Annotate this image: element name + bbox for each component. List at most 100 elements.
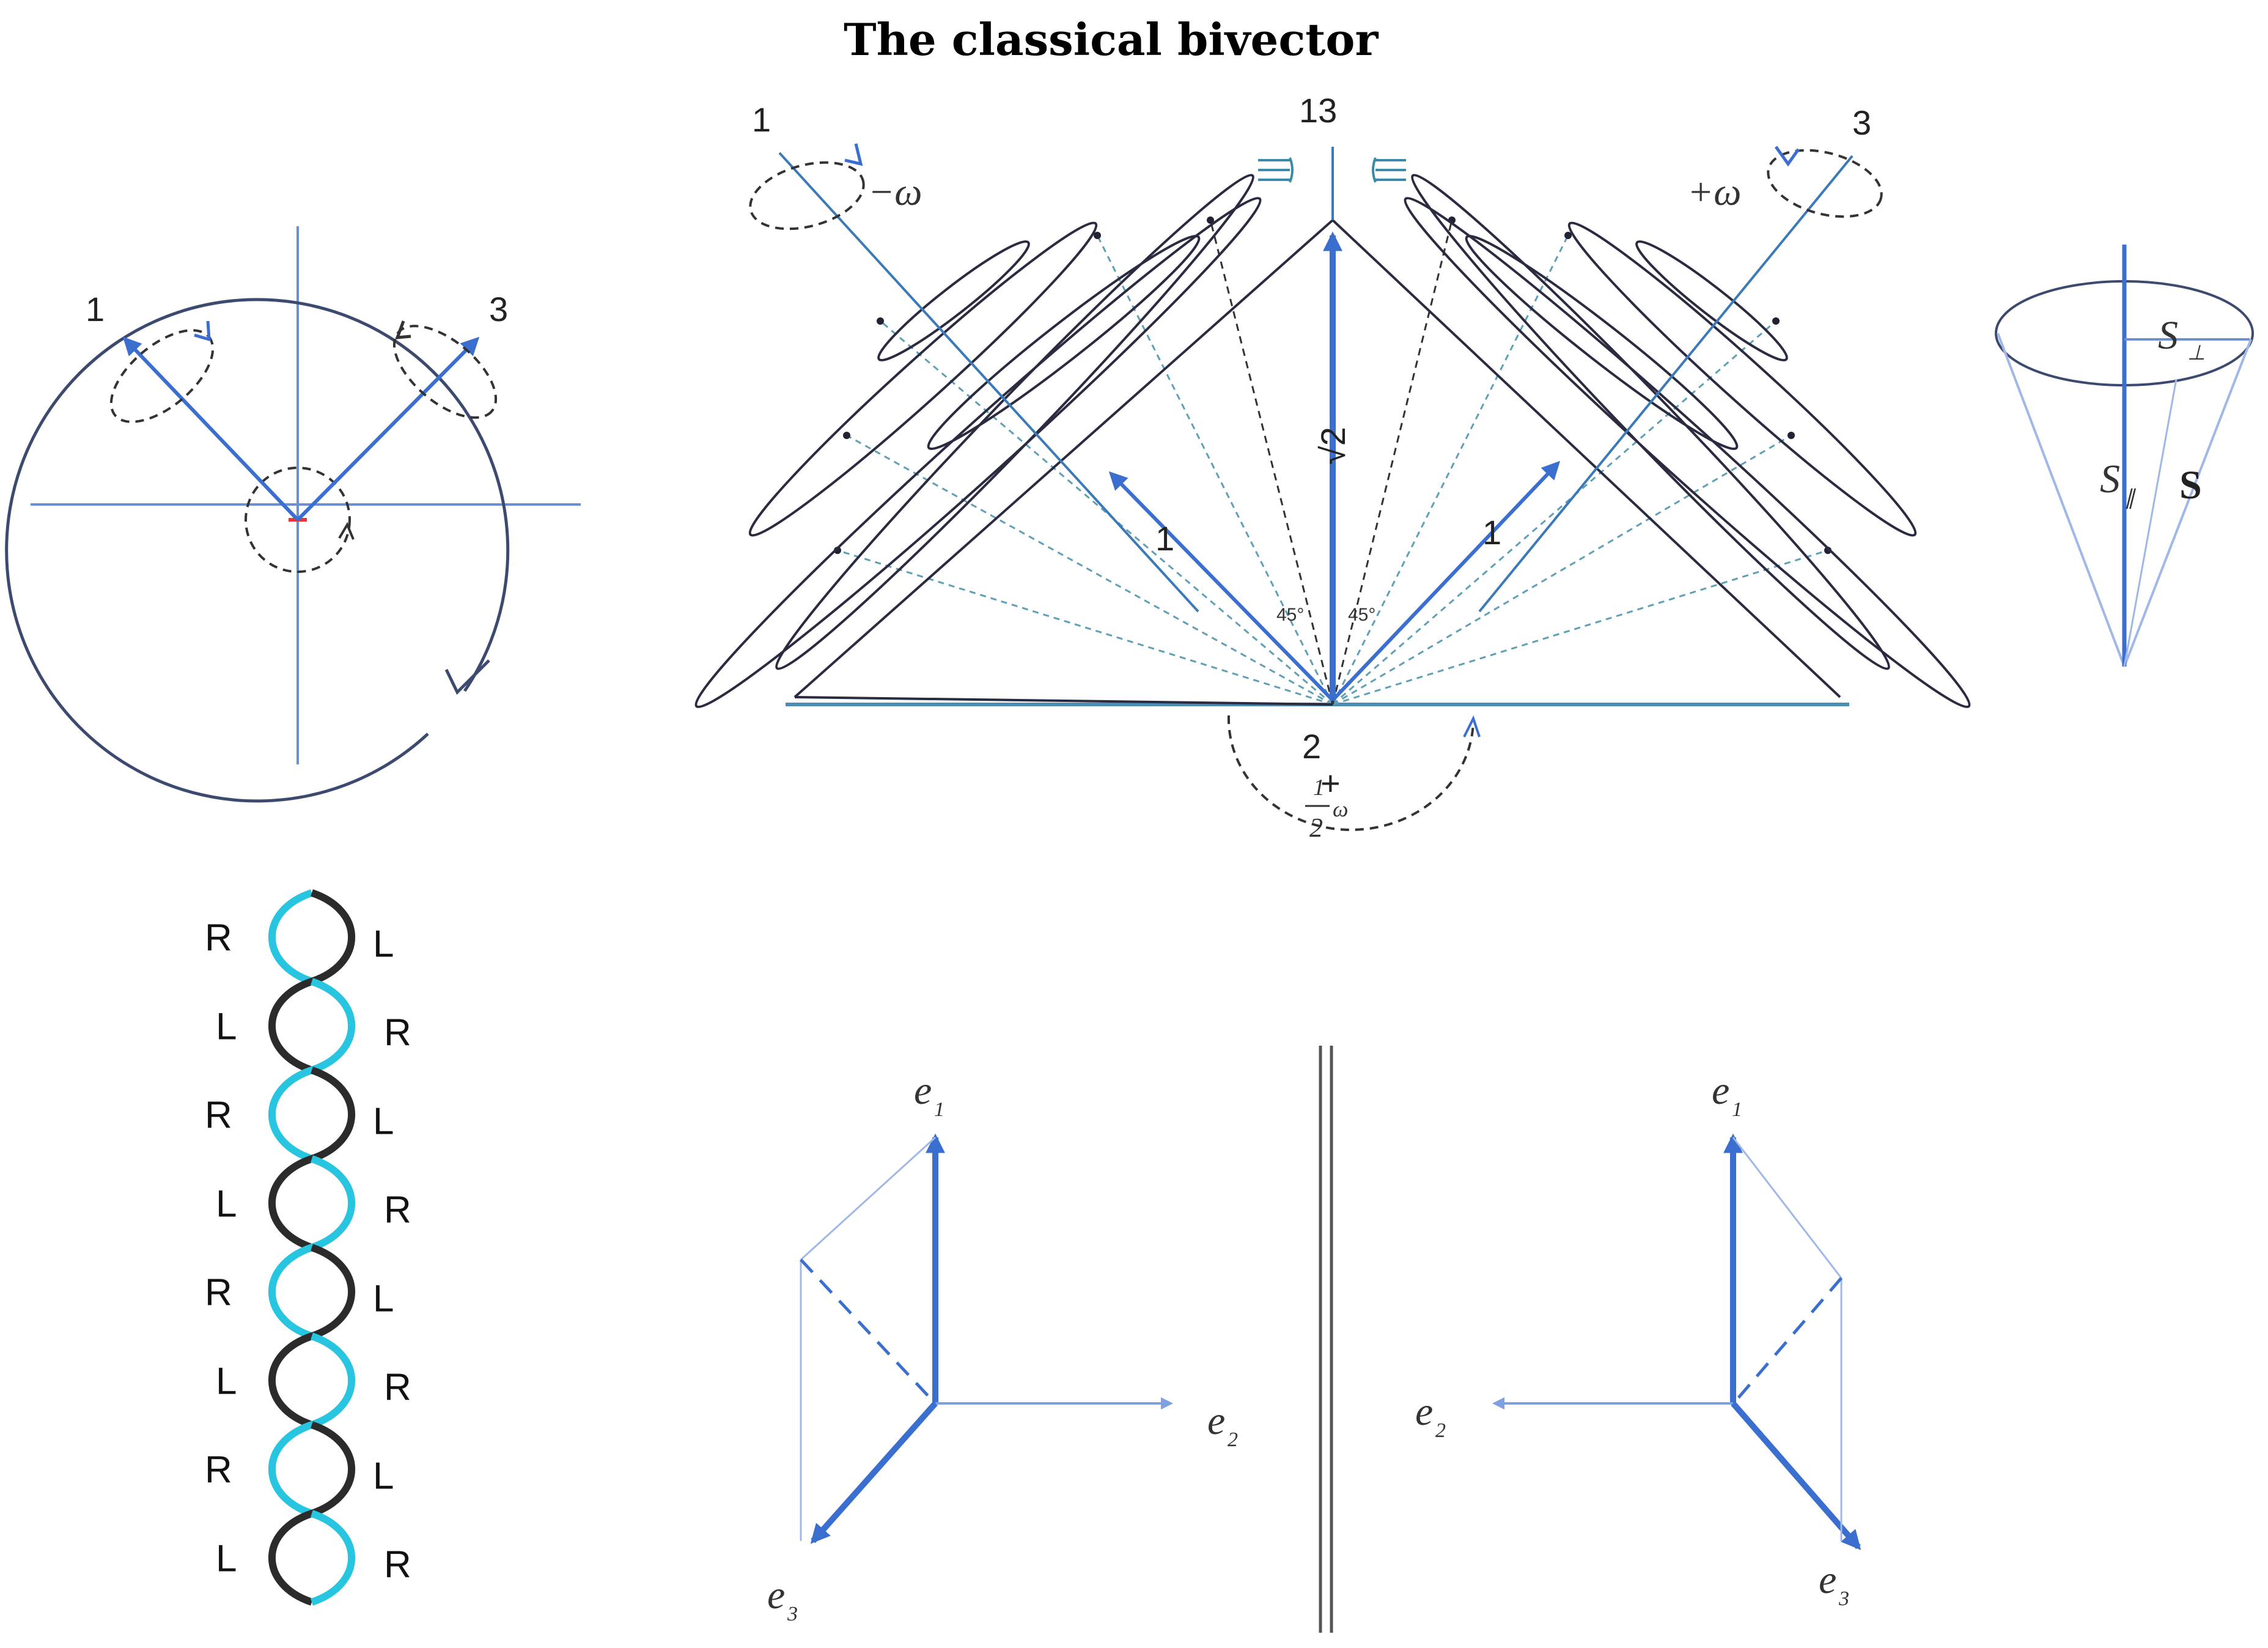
cone-left-edge [1997,333,2126,667]
helix-strand-left-segment [268,889,313,985]
left-e1-subscript: 1 [934,1098,944,1121]
helix-strand-left-segment [268,1510,313,1606]
s-vector-line [2123,379,2178,667]
left-e1-label: e [914,1068,932,1113]
angle-label-right: 45° [1348,605,1375,625]
helix-label-left: R [205,1272,232,1314]
helix-label-left: R [205,1095,232,1137]
right-e1-label: e [1712,1068,1729,1113]
s-parallel-subscript: ∥ [2124,487,2137,509]
right-dashed-diagonal [1735,1277,1843,1402]
right-parallelogram-top [1732,1137,1843,1279]
helix-strand-right-segment [311,1421,355,1517]
bivector-main-panel: 13 1 3 −ω +ω √2 1 1 45° 45° 2 1 + 2 ω [694,91,1971,843]
rotation-circle-panel: 1 3 [5,226,581,803]
helix-label-left: L [216,1538,237,1580]
helix-label-left: L [216,1006,237,1048]
vector-3-arrow [296,336,480,522]
left-e3-subscript: 3 [787,1603,798,1625]
right-e3-label: e [1819,1557,1836,1602]
ray-tip-dots [834,216,1832,554]
unit-vector-left-arrow [1108,471,1335,702]
helix-strand-left-segment [268,1066,313,1162]
unit-vector-right-arrow [1331,460,1561,702]
mirror-divider [1319,1046,1333,1633]
helix-label-left: L [216,1183,237,1225]
helix-strand-left-segment [268,1244,313,1340]
helix-label-left: R [205,917,232,959]
helix-strand-right-segment [311,1155,355,1251]
left-parallelogram-top [800,1136,937,1261]
angle-label-left: 45° [1276,605,1304,625]
helix-label-right: R [384,1189,411,1232]
half-omega-arrow [1463,715,1481,737]
left-e2-subscript: 2 [1228,1428,1238,1451]
right-e2-subscript: 2 [1435,1419,1446,1442]
frame-right: e 1 e 2 e 3 [1415,1068,1861,1610]
half-omega-denominator: 2 [1309,813,1323,843]
helix-strand-right-segment [311,1510,355,1606]
spin-ring-right-arrow [1774,146,1800,167]
label-2: 2 [1302,727,1321,766]
circle-label-1: 1 [86,290,105,328]
ray-fan-dark [1209,220,1453,705]
helix-label-right: L [373,1101,394,1143]
label-axis-1: 1 [752,100,771,139]
helix-strand-right-segment [311,1066,355,1162]
precession-ellipses-left [694,174,1262,709]
helix-label-right: R [384,1012,411,1054]
s-total-label: S [2179,463,2202,508]
left-e3-arrow [810,1401,938,1544]
helix-strand-right-segment [311,889,355,985]
right-e1-subscript: 1 [1732,1098,1742,1121]
helix-label-right: R [384,1544,411,1586]
helix-label-right: L [373,1455,394,1498]
helix-label-right: L [373,1278,394,1320]
right-e3-arrow [1731,1401,1861,1550]
circle-label-3: 3 [489,290,508,328]
s-perp-subscript: ⊥ [2187,342,2206,364]
center-rotation-arrow [338,522,355,540]
left-dashed-diagonal [800,1258,933,1402]
spin-ring-left [749,161,865,231]
center-dashed-circle [245,467,351,573]
page-title: The classical bivector [844,13,1379,65]
helix-strand-left-segment [268,1155,313,1251]
helix-strand-left-segment [268,1332,313,1428]
helix-label-left: L [216,1361,237,1403]
triangle-frame [793,219,1841,706]
cone-right-edge [2123,339,2252,667]
frame-left: e 1 e 2 e 3 [767,1068,1238,1625]
left-e2-label: e [1207,1399,1225,1443]
axis-1-line [778,152,1199,613]
half-omega-sign: + [1320,764,1341,802]
precession-ellipses-right [1404,174,1971,709]
helix-strand-right-segment [311,1332,355,1428]
unit-label-left: 1 [1155,519,1174,558]
wave-marks-left [1258,157,1294,183]
circle-arrowhead [444,659,490,695]
spin-arrow-3 [395,320,411,339]
label-13: 13 [1299,91,1337,130]
left-e3-label: e [767,1573,785,1617]
helix-label-right: R [384,1367,411,1409]
sqrt2-label: √2 [1314,427,1352,465]
half-omega-arc [1227,715,1475,831]
vector-1-arrow [122,336,300,522]
right-e2-label: e [1415,1389,1433,1434]
half-omega-numerator: 1 [1313,775,1325,800]
helix-strand-left-segment [268,1421,313,1517]
helix-strand-left-segment [268,978,313,1074]
omega-minus-label: −ω [868,170,922,213]
label-axis-3: 3 [1852,103,1871,142]
helix-label-left: R [205,1449,232,1491]
rotation-circle [5,298,510,803]
half-omega-symbol: ω [1333,797,1348,821]
unit-label-right: 1 [1482,513,1501,552]
helix-strand-right-segment [311,978,355,1074]
spin-ring-right [1767,149,1883,218]
s-parallel-label: S [2100,457,2120,501]
right-e3-subscript: 3 [1838,1587,1849,1610]
